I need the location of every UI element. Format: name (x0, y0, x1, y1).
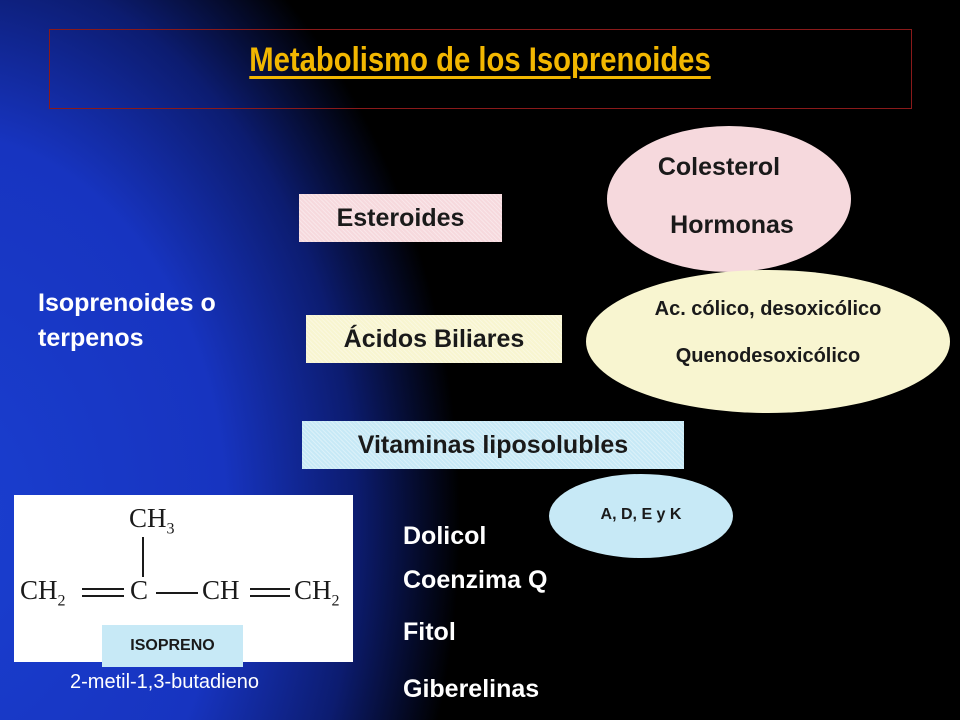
hormones-label: Hormonas (670, 211, 794, 239)
double-bond-left-b (82, 595, 124, 597)
c-atom: C (130, 575, 149, 605)
ch2-left-group: CH2 (20, 575, 66, 610)
bile-acids-ellipse: Ac. cólico, desoxicólico Quenodesoxicóli… (586, 270, 950, 413)
single-bond-vertical (142, 537, 144, 577)
cholic-acid-label: Ac. cólico, desoxicólico (654, 298, 882, 320)
double-bond-right-a (250, 588, 290, 590)
gibberellins-label: Giberelinas (403, 675, 540, 703)
phytol-label: Fitol (403, 618, 456, 646)
isoprenoids-label: Isoprenoides o terpenos (38, 286, 216, 356)
title-frame (49, 29, 912, 109)
bile-acids-box: Ácidos Biliares (306, 315, 562, 363)
single-bond-middle (156, 592, 198, 594)
isoprenoids-label-line2: terpenos (38, 324, 144, 352)
coenzyme-q-label: Coenzima Q (403, 566, 548, 594)
double-bond-left-a (82, 588, 124, 590)
slide-title: Metabolismo de los Isoprenoides (249, 41, 711, 79)
fat-soluble-vitamins-box: Vitaminas liposolubles (302, 421, 684, 469)
cholesterol-label: Colesterol (657, 153, 781, 181)
ch3-group: CH3 (129, 503, 175, 538)
ch-group: CH (202, 575, 240, 605)
chenodeoxycholic-label: Quenodesoxicólico (675, 345, 861, 367)
double-bond-right-b (250, 595, 290, 597)
iupac-name: 2-metil-1,3-butadieno (70, 671, 259, 693)
steroids-ellipse: Colesterol Hormonas (607, 126, 851, 272)
dolichol-label: Dolicol (403, 522, 487, 550)
ch2-right-group: CH2 (294, 575, 340, 610)
vitamins-ellipse: A, D, E y K (549, 474, 733, 558)
isoprenoids-label-line1: Isoprenoides o (38, 289, 216, 317)
steroids-box: Esteroides (299, 194, 502, 242)
isoprene-label: ISOPRENO (102, 625, 243, 667)
vitamins-list-label: A, D, E y K (600, 506, 682, 523)
